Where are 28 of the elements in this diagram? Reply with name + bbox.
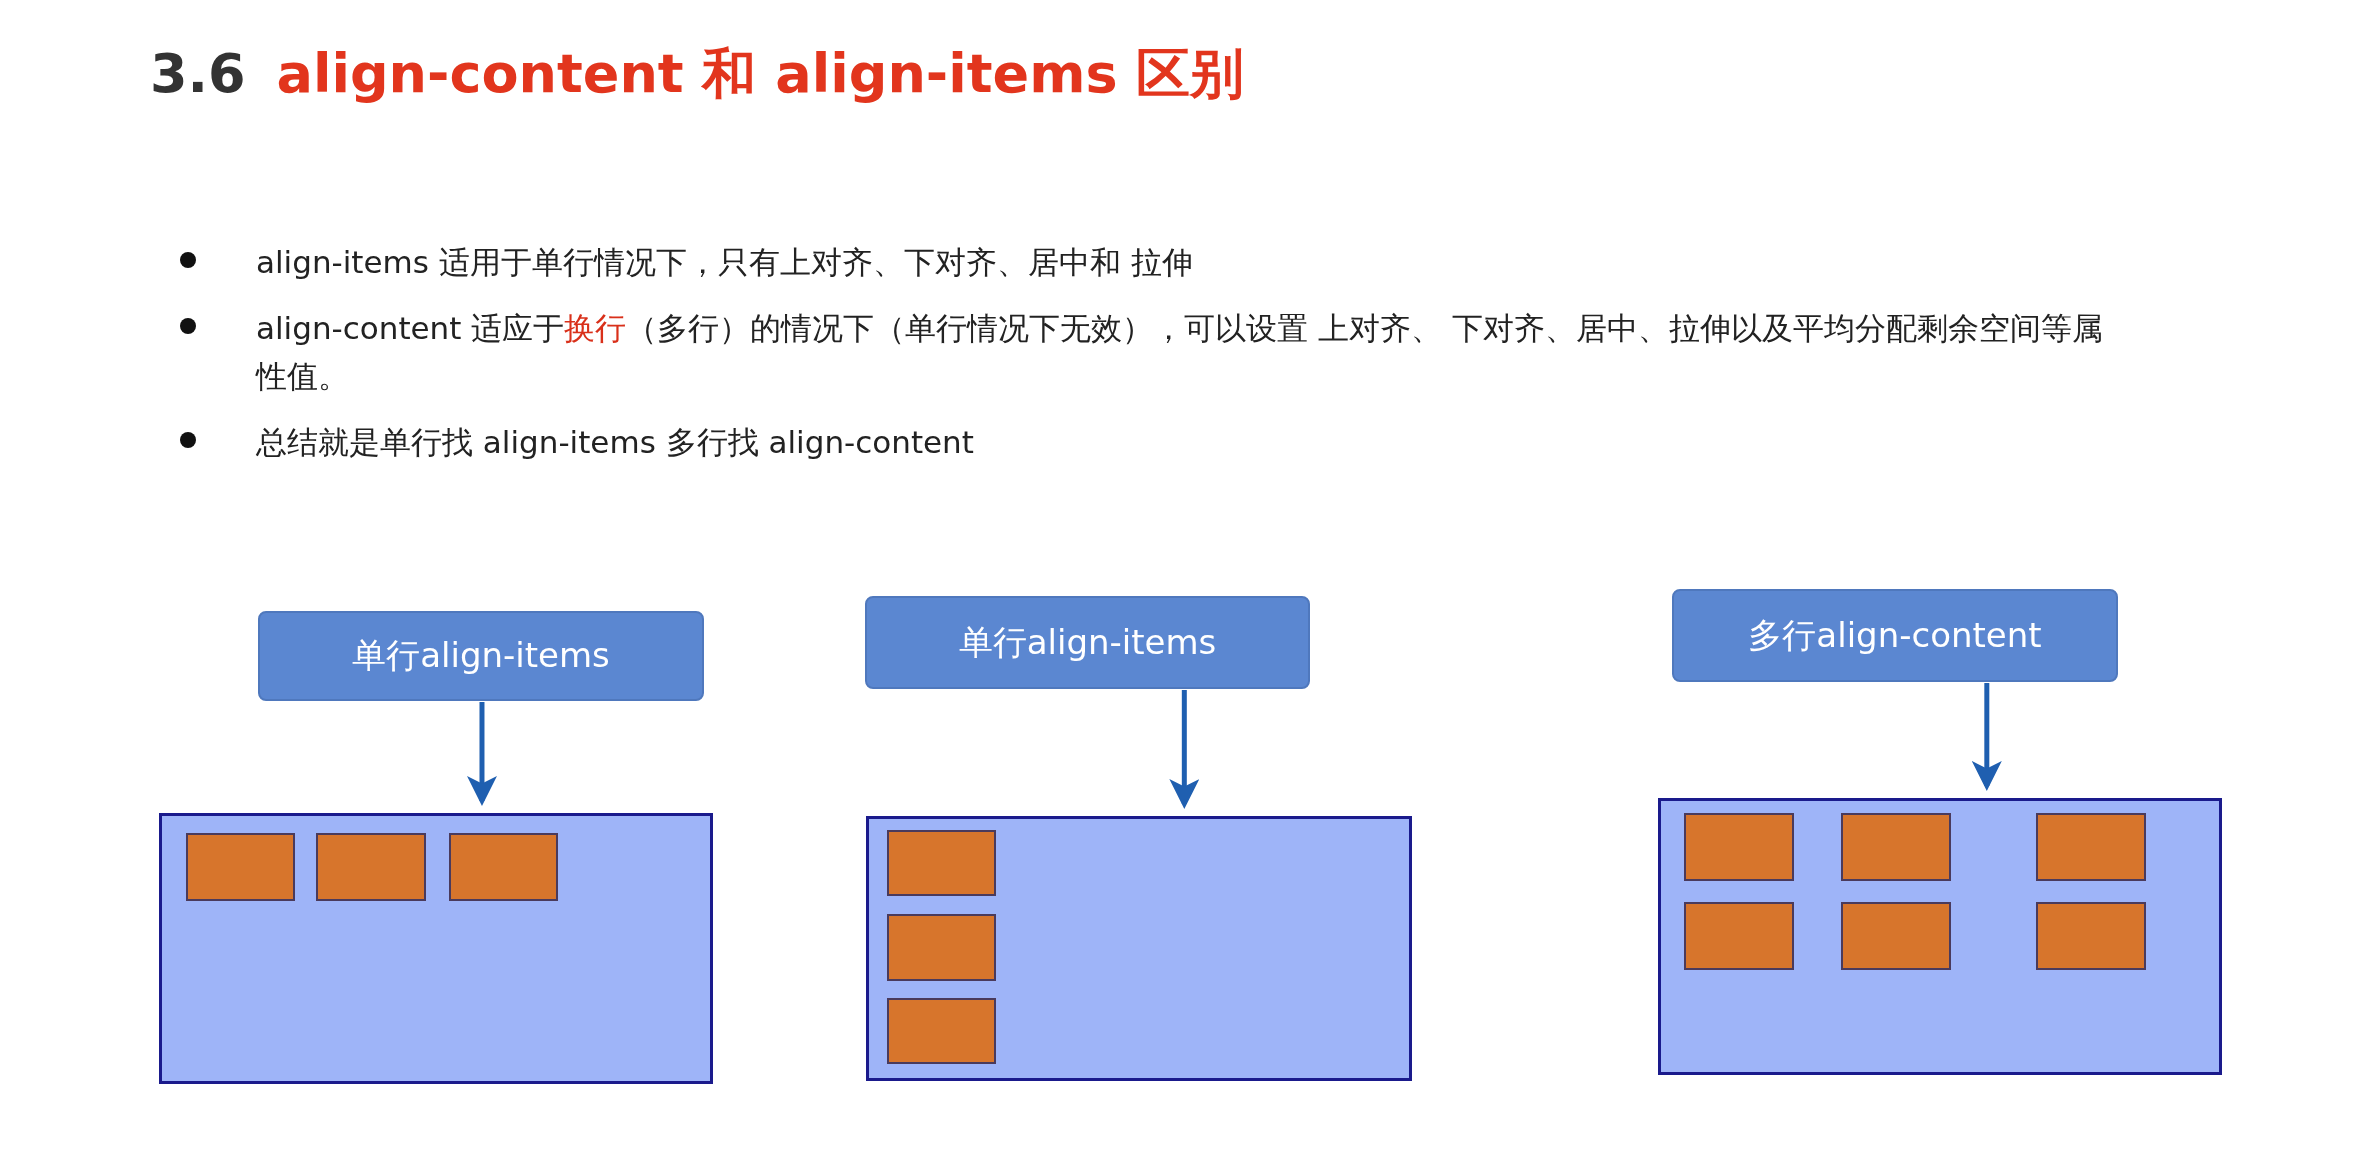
flex-item <box>2036 813 2146 881</box>
label-box <box>1672 589 2118 682</box>
label-box <box>865 596 1310 689</box>
bullet-text: align-content 适应于换行（多行）的情况下（单行情况下无效），可以设置 上对齐、 下对齐、居中、拉伸以及平均分配剩余空间等属性值。 <box>256 309 2104 396</box>
slide-title: 3.6 align-content 和 align-items 区别 <box>150 41 1245 107</box>
flex-container <box>866 816 1412 1081</box>
flex-item <box>887 998 996 1064</box>
flex-item <box>2036 902 2146 970</box>
flex-container <box>159 813 713 1084</box>
flex-item <box>1841 902 1951 970</box>
box-label: 单行align-items <box>352 634 610 677</box>
flex-item <box>1841 813 1951 881</box>
flex-item <box>316 833 426 901</box>
label-box <box>258 611 704 701</box>
flex-item <box>186 833 295 901</box>
flex-item <box>1684 813 1794 881</box>
flex-item <box>1684 902 1794 970</box>
arrow <box>1971 683 2002 791</box>
bullet-text: 总结就是单行找 align-items 多行找 align-content <box>256 423 975 462</box>
flex-item <box>887 830 996 896</box>
bullet-text: align-items 适用于单行情况下，只有上对齐、下对齐、居中和 拉伸 <box>256 243 1194 282</box>
flex-container <box>1658 798 2222 1075</box>
box-label: 单行align-items <box>958 620 1217 664</box>
arrow <box>1169 690 1200 809</box>
flex-item <box>887 914 996 981</box>
flex-item <box>449 833 558 901</box>
box-label: 多行align-content <box>1748 613 2042 657</box>
arrow <box>467 702 497 806</box>
